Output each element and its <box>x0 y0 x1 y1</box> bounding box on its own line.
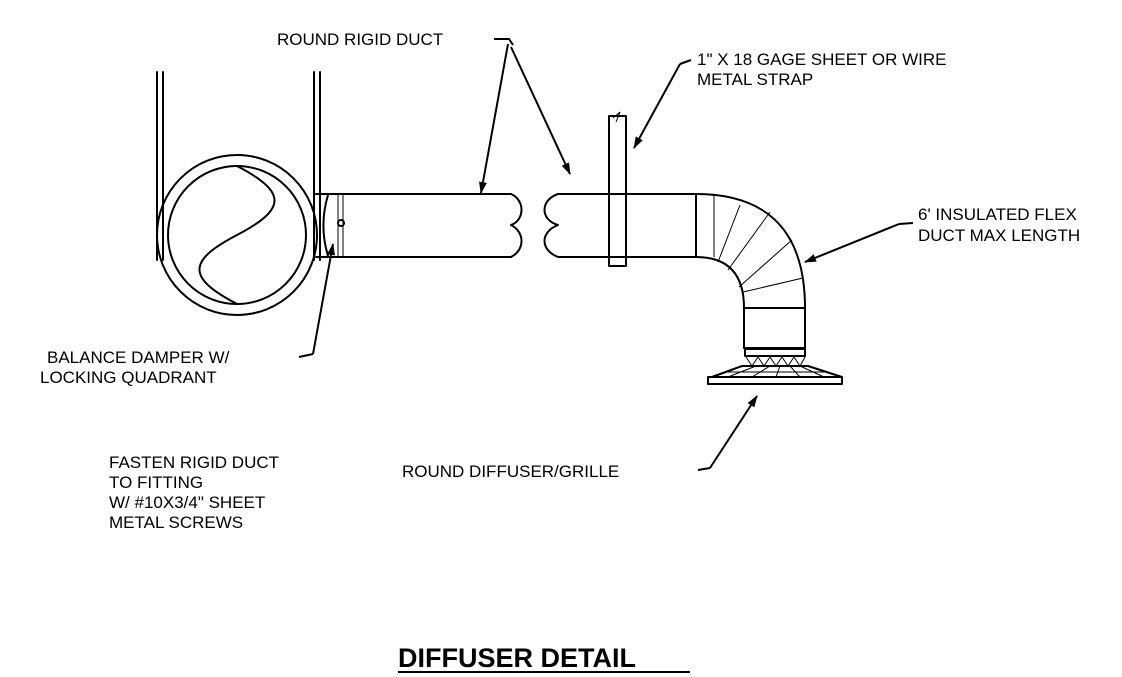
main-duct-section <box>156 154 318 316</box>
drawing-title: DIFFUSER DETAIL <box>398 643 636 673</box>
round-diffuser <box>707 348 843 385</box>
leader-flex-duct <box>804 222 914 263</box>
rigid-duct-right <box>543 193 697 258</box>
label-fasten-line2: TO FITTING <box>109 473 203 492</box>
label-fasten-line4: METAL SCREWS <box>109 513 243 532</box>
label-damper-line1: BALANCE DAMPER W/ <box>47 348 230 367</box>
label-metal-strap-line2: METAL STRAP <box>697 70 813 89</box>
label-damper-line2: LOCKING QUADRANT <box>40 368 217 387</box>
label-metal-strap-line1: 1" X 18 GAGE SHEET OR WIRE <box>697 50 946 69</box>
leader-round-rigid-duct <box>479 38 571 194</box>
rigid-duct-left <box>342 193 523 258</box>
label-diffuser-grille: ROUND DIFFUSER/GRILLE <box>402 462 619 481</box>
flex-duct-elbow <box>695 193 806 349</box>
label-flex-duct-line1: 6' INSULATED FLEX <box>918 205 1077 224</box>
leader-diffuser <box>697 395 758 471</box>
label-round-rigid-duct: ROUND RIGID DUCT <box>277 30 443 49</box>
label-fasten-line1: FASTEN RIGID DUCT <box>109 453 279 472</box>
balance-damper <box>315 193 345 258</box>
leader-balance-damper <box>298 243 335 358</box>
metal-strap <box>608 111 627 267</box>
label-flex-duct-line2: DUCT MAX LENGTH <box>918 226 1080 245</box>
leader-metal-strap <box>633 59 692 149</box>
label-fasten-line3: W/ #10X3/4" SHEET <box>109 493 265 512</box>
